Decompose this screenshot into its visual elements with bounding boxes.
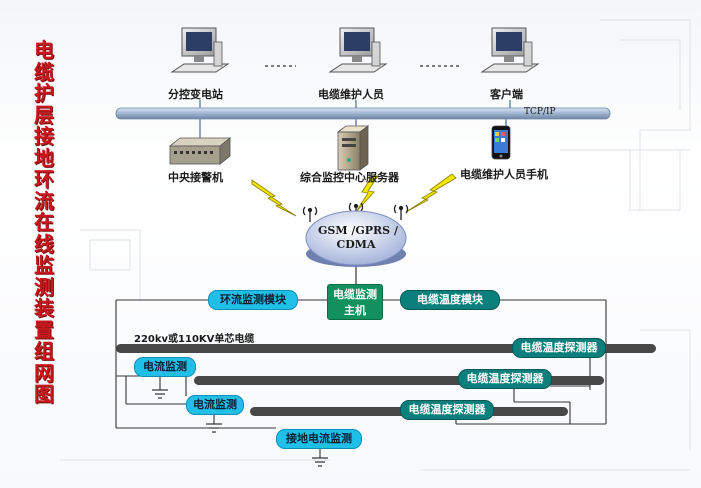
current-monitor-1: 电流监测	[134, 357, 196, 377]
title-char: 网	[34, 360, 54, 385]
cloud-label-line2: CDMA	[336, 238, 376, 251]
temperature-probe-1: 电缆温度探测器	[512, 338, 606, 358]
cable-temperature-module: 电缆温度模块	[400, 290, 500, 310]
monitoring-host: 电缆监测 主机	[327, 284, 383, 320]
lightning-icon	[405, 173, 457, 213]
cable-line-2	[194, 376, 604, 385]
vertical-title: 电缆护层接地环流在线监测装置组网图	[24, 38, 64, 406]
antenna-icon	[302, 206, 318, 222]
current-monitor-2: 电流监测	[186, 395, 244, 415]
title-char: 护	[34, 81, 54, 105]
ground-icon	[206, 423, 222, 433]
host-label-line2: 主机	[344, 304, 366, 317]
desktop-computer-icon	[170, 27, 230, 73]
title-char: 组	[34, 339, 54, 363]
title-char: 层	[34, 102, 54, 127]
tcpip-bus	[115, 107, 611, 120]
maintenance-phone-label: 电缆维护人员手机	[460, 168, 548, 181]
cable-label: 220kv或110KV单芯电缆	[134, 334, 255, 345]
desktop-computer-icon	[328, 27, 388, 73]
ground-icon	[312, 457, 328, 467]
field-wiring	[115, 299, 607, 458]
title-char: 装	[34, 296, 54, 320]
temperature-probe-2: 电缆温度探测器	[458, 369, 552, 389]
circulation-monitoring-module: 环流监测模块	[208, 290, 298, 310]
temperature-probe-3: 电缆温度探测器	[400, 400, 494, 420]
background-pattern	[60, 19, 691, 471]
lightning-icon	[355, 175, 379, 213]
title-char: 环	[34, 167, 54, 191]
title-char: 测	[34, 274, 54, 299]
title-char: 缆	[34, 59, 54, 84]
ground-icon	[152, 389, 168, 399]
lightning-icon	[251, 179, 297, 217]
cable-line-1	[116, 344, 656, 353]
gsm-network-cloud	[305, 210, 407, 267]
tcpip-label: TCP/IP	[524, 107, 556, 117]
desktop-computer-icon	[480, 27, 540, 73]
title-char: 接	[34, 124, 54, 148]
smartphone-icon	[491, 125, 511, 160]
title-char: 线	[34, 231, 54, 256]
title-char: 电	[34, 38, 54, 62]
maintenance-staff-label: 电缆维护人员	[318, 88, 384, 101]
ground-current-monitor: 接地电流监测	[276, 429, 362, 449]
central-alarm-label: 中央接警机	[168, 171, 223, 184]
server-label: 综合监控中心服务器	[300, 171, 399, 184]
title-char: 图	[34, 382, 54, 406]
title-char: 地	[34, 145, 54, 170]
host-label-line1: 电缆监测	[333, 288, 377, 301]
cloud-label-line1: GSM /GPRS /	[318, 224, 398, 237]
title-char: 监	[34, 253, 54, 277]
title-char: 在	[34, 210, 54, 234]
antenna-icon	[393, 204, 409, 220]
tower-server-icon	[336, 125, 370, 171]
rack-device-icon	[168, 137, 232, 165]
substation-label: 分控变电站	[168, 88, 223, 101]
client-label: 客户端	[490, 88, 523, 101]
title-char: 流	[34, 188, 54, 213]
title-char: 置	[34, 317, 54, 342]
